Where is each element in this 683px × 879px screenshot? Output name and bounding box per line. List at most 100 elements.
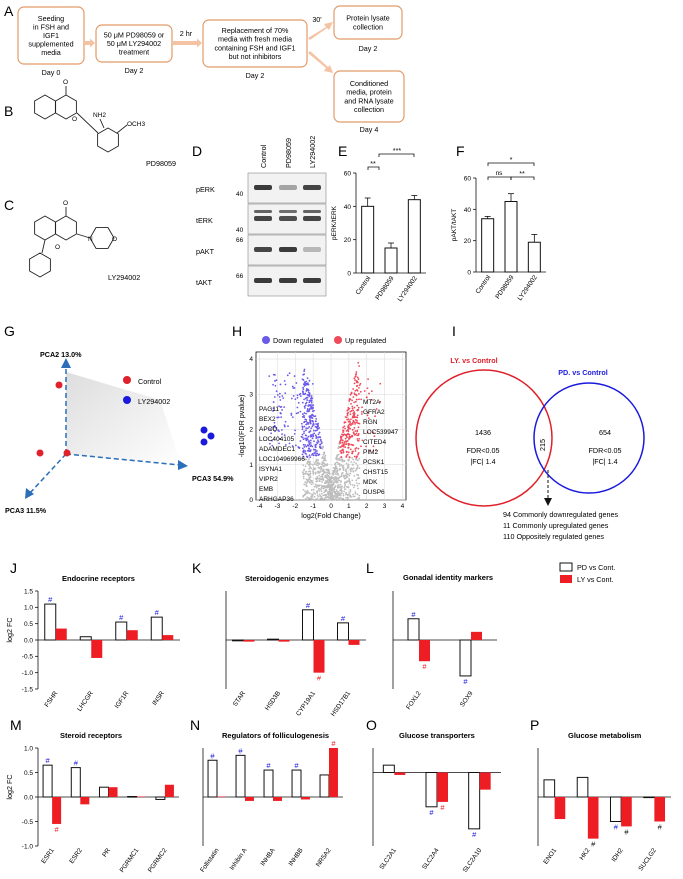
volcano-point xyxy=(342,497,345,500)
volcano-point xyxy=(316,439,319,442)
volcano-point xyxy=(348,478,351,480)
volcano-point xyxy=(290,412,293,415)
volcano-point xyxy=(349,494,352,497)
venn-note: 11 Commonly upregulated genes xyxy=(503,521,609,530)
volcano-point xyxy=(355,479,358,482)
pca-axis xyxy=(29,453,67,494)
volcano-point xyxy=(351,435,354,438)
volcano-point xyxy=(320,442,323,445)
volcano-point xyxy=(341,433,343,436)
atom-label: O xyxy=(63,200,68,207)
volcano-point xyxy=(338,476,340,479)
volcano-point xyxy=(336,496,339,499)
volcano-point xyxy=(345,441,348,443)
volcano-point xyxy=(342,426,344,429)
volcano-point xyxy=(331,484,333,487)
volcano-point xyxy=(302,477,305,480)
volcano-point xyxy=(320,484,323,487)
volcano-point xyxy=(315,460,318,463)
volcano-point xyxy=(332,469,334,472)
panel-letter-a: A xyxy=(4,3,14,19)
volcano-point xyxy=(306,399,309,401)
workflow-arrow-label: 2 hr xyxy=(180,29,193,38)
volcano-point xyxy=(294,398,297,401)
ring-bond xyxy=(97,127,119,153)
volcano-point xyxy=(335,461,338,464)
volcano-point xyxy=(336,492,339,495)
volcano-point xyxy=(324,454,327,457)
volcano-point xyxy=(302,449,305,452)
legend-label: Down regulated xyxy=(273,336,323,345)
volcano-point xyxy=(310,498,312,501)
volcano-point xyxy=(291,445,294,447)
sig-mark-ly: # xyxy=(440,803,445,812)
volcano-point xyxy=(296,394,299,397)
sig-bracket xyxy=(367,166,380,170)
volcano-point xyxy=(308,481,311,484)
volcano-point xyxy=(301,390,304,393)
volcano-point xyxy=(353,414,355,416)
volcano-point xyxy=(367,417,370,420)
volcano-point xyxy=(272,407,275,410)
volcano-point xyxy=(301,453,304,456)
x-tick-label: INHBB xyxy=(288,847,305,867)
volcano-point xyxy=(309,460,312,463)
x-tick-label: NR5A2 xyxy=(315,847,333,868)
volcano-point xyxy=(327,493,330,495)
volcano-point xyxy=(311,452,314,455)
volcano-point xyxy=(320,496,323,499)
volcano-point xyxy=(351,399,353,402)
volcano-point xyxy=(356,430,359,433)
volcano-point xyxy=(310,407,313,410)
volcano-point xyxy=(278,442,280,445)
volcano-point xyxy=(308,440,311,443)
volcano-point xyxy=(305,423,308,426)
workflow-day-label: Day 4 xyxy=(360,125,379,134)
volcano-point xyxy=(348,456,351,459)
workflow-box-text: collection xyxy=(353,22,383,31)
volcano-point xyxy=(303,398,305,401)
pca-point-ly294002 xyxy=(200,426,208,434)
volcano-point xyxy=(339,483,342,486)
volcano-point xyxy=(336,481,339,484)
volcano-point xyxy=(322,479,325,481)
volcano-point xyxy=(311,410,314,413)
volcano-point xyxy=(346,414,349,417)
volcano-point xyxy=(288,372,291,375)
volcano-point xyxy=(350,424,352,427)
volcano-point xyxy=(270,432,273,435)
volcano-point xyxy=(346,497,349,500)
volcano-point xyxy=(353,377,356,380)
sig-bracket xyxy=(378,153,415,157)
volcano-point xyxy=(358,494,361,497)
volcano-point xyxy=(315,486,318,489)
volcano-point xyxy=(301,401,304,404)
atom-label: O xyxy=(63,79,68,86)
bond xyxy=(99,118,105,129)
volcano-point xyxy=(347,430,350,433)
blot-band xyxy=(279,247,297,252)
volcano-point xyxy=(314,444,317,447)
volcano-point xyxy=(358,482,360,485)
pca-plane xyxy=(66,372,182,467)
workflow-arrow xyxy=(85,38,95,48)
volcano-point xyxy=(343,443,346,445)
volcano-point xyxy=(325,486,328,489)
bar-ly xyxy=(91,640,103,658)
volcano-point xyxy=(357,447,360,450)
volcano-point xyxy=(345,481,348,484)
volcano-point xyxy=(303,425,306,428)
volcano-point xyxy=(310,427,313,430)
volcano-point xyxy=(303,432,305,435)
sig-mark-pd: # xyxy=(294,761,299,770)
atom-label: NH2 xyxy=(93,112,106,119)
volcano-point xyxy=(347,418,350,421)
venn-fdr-label: FDR<0.05 xyxy=(467,446,500,455)
volcano-point xyxy=(314,471,317,474)
y-tick-label: -0.5 xyxy=(22,654,34,661)
volcano-point xyxy=(350,422,353,425)
volcano-point xyxy=(314,483,317,486)
bar-pd xyxy=(576,776,589,798)
